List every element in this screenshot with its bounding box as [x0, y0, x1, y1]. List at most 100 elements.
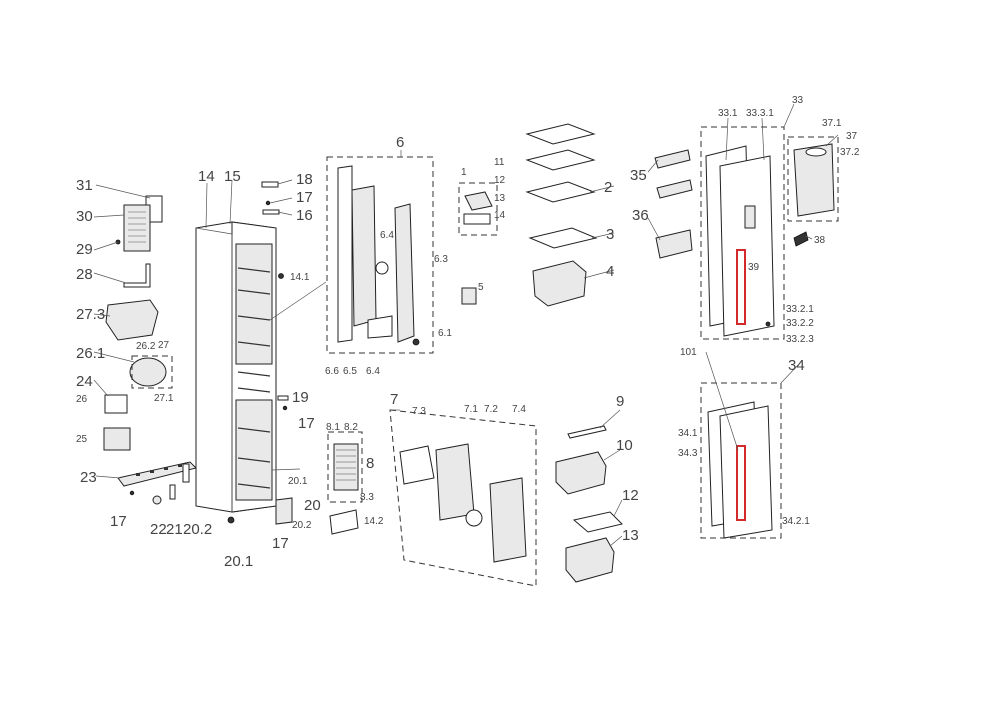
label-6-5: 6.5 [343, 366, 357, 377]
label-34: 34 [788, 357, 805, 374]
label-8-1: 8.1 [326, 422, 340, 433]
label-33-2-1: 33.2.1 [786, 304, 814, 315]
label-22: 20.2 [183, 521, 212, 538]
label-20-1: 20.1 [288, 476, 308, 487]
label-17-c: 17 [298, 415, 315, 432]
label-38: 38 [814, 235, 826, 246]
label-37-2: 37.2 [840, 147, 860, 158]
label-31: 30 [76, 208, 93, 225]
label-35: 35 [630, 167, 647, 184]
label-30: 29 [76, 241, 93, 258]
group-37-box [787, 136, 839, 222]
part-6-2-panel [394, 203, 415, 343]
part-17-screw-c [282, 405, 288, 411]
part-38-hinge [793, 231, 809, 247]
part-39-handle-red [736, 249, 746, 325]
part-18-hinge [261, 181, 279, 188]
label-33-2-2: 33.2.2 [786, 318, 814, 329]
part-17-screw-b [265, 200, 271, 206]
part-3-shelf [528, 227, 598, 249]
label-27-2: 27 [158, 340, 170, 351]
part-36-bin [655, 229, 693, 259]
label-33-1: 33.1 [718, 108, 738, 119]
label-6-4: 6.4 [366, 366, 380, 377]
label-9: 9 [616, 393, 624, 410]
label-24: 22 [150, 521, 167, 538]
label-13-top: 13 [494, 193, 506, 204]
part-31-grille [123, 204, 151, 252]
part-10-drawer [555, 451, 607, 495]
label-6-6: 6.6 [325, 366, 339, 377]
label-26-1: 25 [76, 434, 88, 445]
label-20-2: 20.2 [292, 520, 312, 531]
label-36: 36 [632, 207, 649, 224]
label-23: 21 [166, 521, 183, 538]
label-16: 16 [296, 207, 313, 224]
label-11: 11 [494, 157, 505, 168]
label-5: 5 [478, 282, 484, 293]
part-6-4-cover [367, 315, 393, 339]
part-2-shelf [525, 181, 596, 203]
label-14-1: 14.1 [290, 272, 310, 283]
label-3: 3 [606, 226, 614, 243]
part-35-bin-a [654, 149, 691, 169]
label-27-3: 27.1 [154, 393, 174, 404]
label-37: 37 [846, 131, 858, 142]
part-11-box [464, 191, 493, 211]
group-6-box [326, 156, 434, 354]
label-17-a: 17 [110, 513, 127, 530]
part-14-tray [463, 213, 491, 225]
label-21: 20.1 [224, 553, 253, 570]
part-26-2-relay [104, 394, 128, 414]
part-14-2-tray [329, 509, 359, 535]
label-34-3: 34.3 [678, 448, 698, 459]
part-23-pin [169, 484, 176, 500]
group-33-box [700, 126, 785, 340]
label-17-d: 17 [272, 535, 289, 552]
label-33: 33 [792, 95, 804, 106]
label-14-2: 14.2 [364, 516, 384, 527]
left-components [103, 195, 197, 505]
label-14: 14 [198, 168, 215, 185]
part-9-rail [567, 425, 607, 439]
label-15: 15 [224, 168, 241, 185]
label-7-3: 7.3 [412, 406, 426, 417]
label-7-4: 7.4 [512, 404, 526, 415]
group-8-box [327, 431, 363, 503]
group-11-box [458, 182, 498, 236]
part-7-4-cover [489, 477, 527, 563]
label-12-top: 12 [494, 175, 506, 186]
part-6-3-fan [375, 261, 389, 275]
label-34-1: 34.1 [678, 428, 698, 439]
part-19-clip [277, 395, 289, 401]
part-7-2-fan [465, 509, 483, 527]
label-25: 23 [80, 469, 97, 486]
part-26-1-box [103, 427, 131, 451]
label-6-3: 6.4 [380, 230, 394, 241]
part-14-cabinet [195, 221, 277, 524]
label-10: 10 [616, 437, 633, 454]
label-26: 24 [76, 373, 93, 390]
part-39-dispenser [744, 205, 756, 229]
label-26-2: 26 [76, 394, 88, 405]
label-8-3: 8.3 [360, 492, 374, 503]
part-13-drawer [565, 537, 615, 583]
label-19: 19 [292, 389, 309, 406]
part-12-glass [572, 511, 623, 533]
part-4-crisper [532, 260, 587, 307]
part-31-grille-slots [128, 211, 146, 243]
label-12: 12 [622, 487, 639, 504]
part-5-grid [461, 287, 477, 305]
label-20: 20 [304, 497, 321, 514]
part-7-3-plate [399, 445, 435, 485]
label-6-2: 6.3 [434, 254, 448, 265]
part-37-1-lid [805, 147, 827, 157]
part-8-fins [336, 449, 356, 481]
label-7-1: 7.1 [464, 404, 478, 415]
part-34-handle-red [736, 445, 746, 521]
label-101: 101 [680, 347, 697, 358]
label-27: 26.1 [76, 345, 105, 362]
group-34-box [700, 382, 782, 539]
label-8-2: 8.2 [344, 422, 358, 433]
part-labels: 31 30 29 28 27.3 26.1 26.2 27 27.1 24 26… [76, 95, 860, 570]
